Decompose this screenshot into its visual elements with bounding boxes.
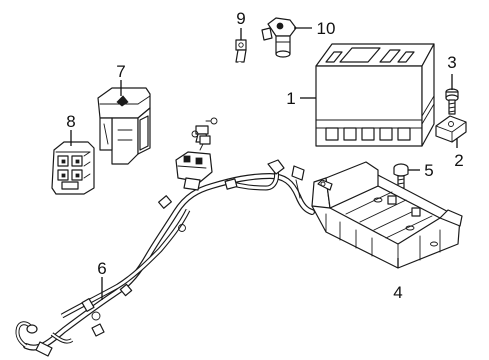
wiring-harness-part: [15, 135, 315, 357]
battery-tray-part: [311, 161, 463, 269]
callout-7: 7: [116, 62, 125, 81]
callout-5: 5: [424, 161, 433, 180]
callout-8: 8: [66, 112, 75, 131]
callout-10: 10: [317, 19, 336, 38]
fuse-relay-block-part: [51, 141, 95, 195]
callout-2: 2: [454, 151, 463, 170]
battery-sensor-part: [261, 17, 297, 58]
callout-numbers: 1 2 3 4 5 6 7 8 9 10: [66, 9, 463, 302]
fuse-box-cover-part: [97, 87, 151, 165]
battery-part: [315, 43, 435, 147]
callout-3: 3: [447, 53, 456, 72]
hold-down-clamp-part: [435, 115, 467, 143]
leader-lines: [70, 27, 458, 300]
bolt-part-3: [445, 88, 459, 115]
callout-9: 9: [236, 9, 245, 28]
negative-cable-part: [191, 39, 247, 143]
bolt-part-5: [393, 163, 409, 189]
callout-6: 6: [97, 259, 106, 278]
callout-4: 4: [393, 283, 402, 302]
callout-1: 1: [286, 89, 295, 108]
